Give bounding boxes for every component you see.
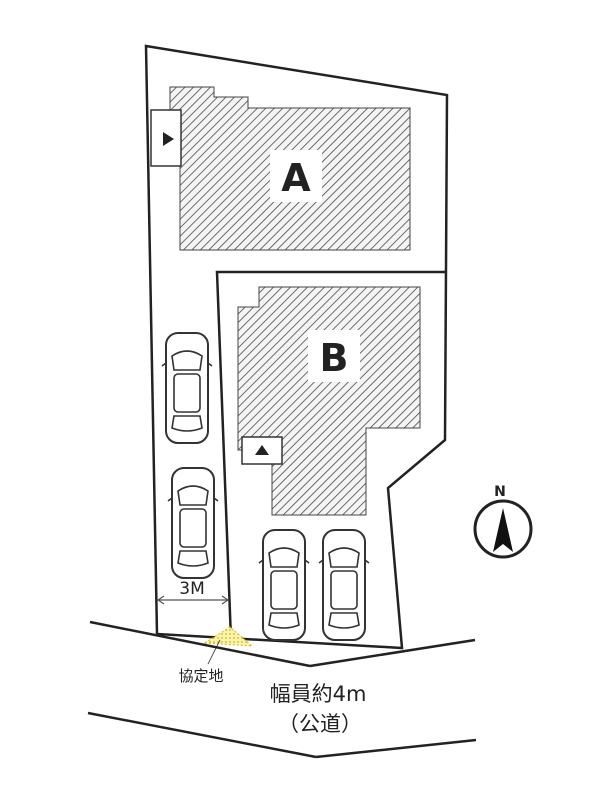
lot-division-line [215, 270, 446, 641]
setback-label: 3M [179, 579, 204, 599]
label-b-bg [308, 330, 360, 382]
car-icon [167, 467, 219, 579]
agreement-land-area [203, 626, 254, 647]
agreement-land-leader [207, 639, 221, 665]
north-label: N [494, 484, 506, 500]
road-edge-lower-right [315, 738, 477, 759]
label-a-bg [270, 150, 322, 202]
entrance-marker-icon [241, 436, 283, 465]
lot-a-label: A [281, 156, 311, 200]
road-type-label: （公道） [278, 712, 362, 736]
car-icon [258, 529, 310, 641]
road-edge-upper-right [309, 638, 476, 668]
building-b [237, 286, 421, 516]
lot-b-label: B [320, 336, 349, 380]
road-width-label: 幅員約4m [270, 682, 367, 706]
road-edge-lower [87, 711, 317, 759]
road-edge-upper [89, 620, 311, 668]
car-icon [318, 529, 370, 641]
car-icon [161, 332, 213, 444]
north-arrow-icon [473, 499, 533, 559]
entrance-marker-icon [150, 109, 182, 167]
agreement-land-label: 協定地 [178, 667, 223, 685]
setback-dimension [156, 595, 230, 605]
